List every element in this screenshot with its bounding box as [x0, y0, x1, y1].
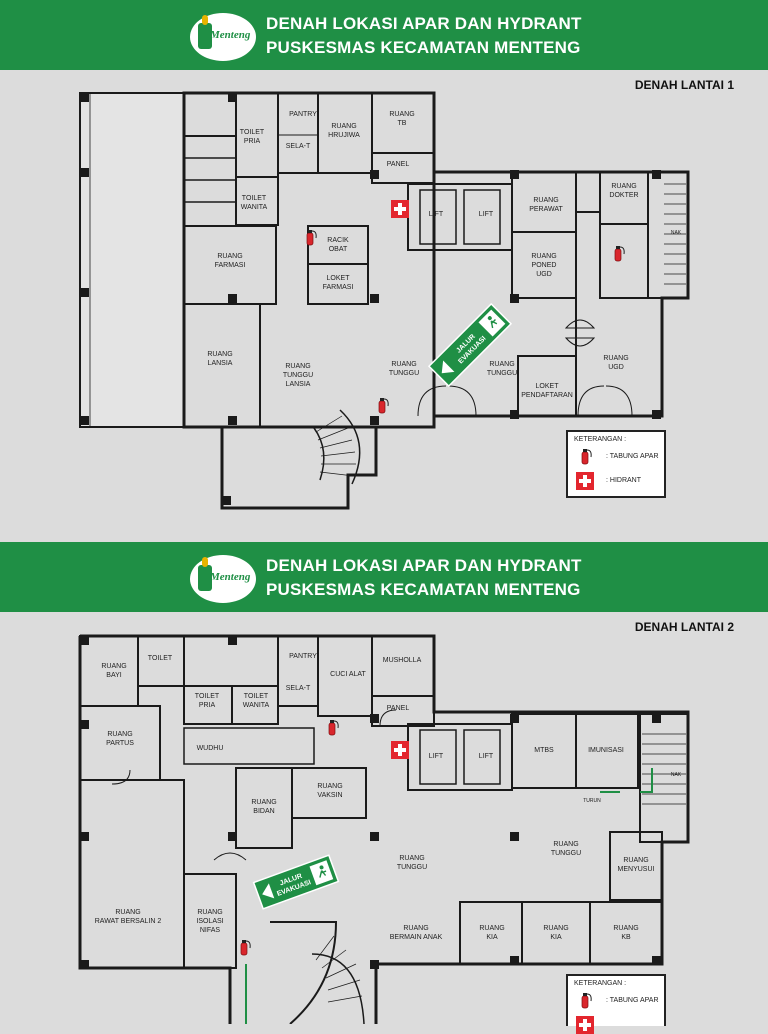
legend-title: KETERANGAN :: [574, 980, 627, 987]
f1-label-pantry: PANTRY: [289, 111, 317, 118]
f2-label-nak: NAK: [671, 772, 682, 778]
floor1-label: DENAH LANTAI 1: [634, 78, 734, 92]
f2-label-turun: TURUN: [583, 798, 601, 804]
f2-label-toilet: TOILET: [148, 655, 173, 662]
f2-label-wudhu: WUDHU: [197, 745, 224, 752]
legend-floor1: KETERANGAN : : TABUNG APAR : HIDRANT: [566, 430, 666, 498]
page-title-line1: DENAH LOKASI APAR DAN HYDRANT: [266, 14, 582, 33]
legend-floor2: KETERANGAN : : TABUNG APAR: [566, 974, 666, 1034]
f2-label-pantry: PANTRY: [289, 653, 317, 660]
f1-hydrant-icon: [391, 200, 409, 218]
f1-label-lift-b: LIFT: [479, 211, 494, 218]
header-banner-1: Menteng DENAH LOKASI APAR DAN HYDRANT PU…: [0, 0, 768, 70]
f2-label-lift-a: LIFT: [429, 753, 444, 760]
hydrant-cross-icon: [576, 1016, 594, 1034]
fire-extinguisher-icon: [581, 992, 592, 1009]
f1-label-panel: PANEL: [387, 161, 410, 168]
legend-title: KETERANGAN :: [574, 436, 627, 443]
f2-hydrant-icon: [391, 741, 409, 759]
fire-extinguisher-icon: [581, 448, 592, 465]
f2-label-musholla: MUSHOLLA: [383, 657, 422, 664]
page-title-line2: PUSKESMAS KECAMATAN MENTENG: [266, 580, 581, 599]
f2-label-mtbs: MTBS: [534, 747, 554, 754]
f1-label-selasar: SELA-T: [286, 143, 311, 150]
running-man-exit-icon: [319, 865, 327, 878]
hydrant-cross-icon: [576, 472, 594, 490]
f1-label-nak: NAK: [671, 230, 682, 236]
f2-label-panel: PANEL: [387, 705, 410, 712]
header-banner-2: Menteng DENAH LOKASI APAR DAN HYDRANT PU…: [0, 542, 768, 612]
f1-extinguisher-icon-1: [306, 229, 317, 246]
f2-label-imunisasi: IMUNISASI: [588, 747, 624, 754]
f2-label-lift-b: LIFT: [479, 753, 494, 760]
f2-label-cuci-alat: CUCI ALAT: [330, 671, 366, 678]
f1-extinguisher-icon-3: [378, 397, 389, 414]
puskesmas-logo-icon: Menteng: [190, 555, 256, 603]
f2-extinguisher-icon-2: [240, 939, 251, 956]
running-man-exit-icon: [487, 316, 498, 329]
floor2-label: DENAH LANTAI 2: [634, 620, 734, 634]
f2-extinguisher-icon-1: [328, 719, 339, 736]
f1-extinguisher-icon-2: [614, 245, 625, 262]
page-title-line1: DENAH LOKASI APAR DAN HYDRANT: [266, 556, 582, 575]
f2-label-selasar: SELA-T: [286, 685, 311, 692]
puskesmas-logo-icon: Menteng: [190, 13, 256, 61]
page-title-line2: PUSKESMAS KECAMATAN MENTENG: [266, 38, 581, 57]
f2-evac-sign: JALUR EVAKUASI: [252, 854, 340, 910]
f1-label-lift-a: LIFT: [429, 211, 444, 218]
